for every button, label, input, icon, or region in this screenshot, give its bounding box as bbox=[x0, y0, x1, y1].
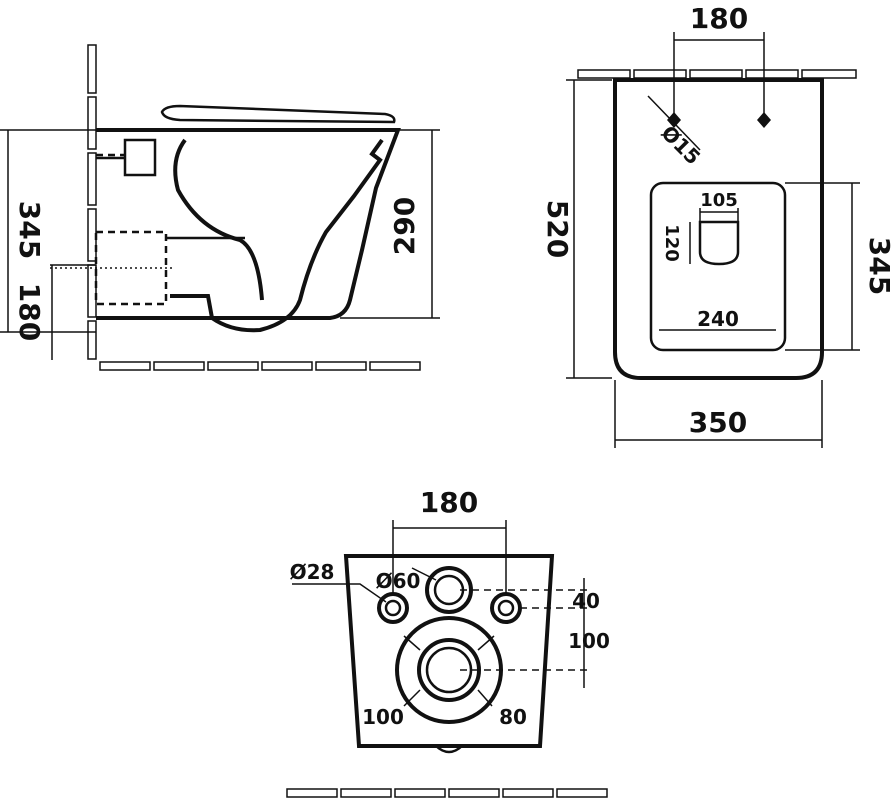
rear-floor-tiles bbox=[286, 788, 608, 798]
side-bowl-body bbox=[96, 128, 401, 320]
top-dim-inlet-width: 105 bbox=[700, 190, 738, 211]
top-dim-depth: 520 bbox=[541, 200, 574, 258]
side-dim-overall-height: 345 bbox=[13, 201, 46, 259]
top-wall-tiles bbox=[577, 69, 857, 79]
side-view: 345 180 290 bbox=[0, 44, 440, 371]
top-view: 180 Ø15 520 345 350 240 105 120 bbox=[541, 2, 896, 448]
rear-view: 180 Ø28 Ø60 40 100 100 80 bbox=[286, 486, 610, 798]
top-dim-seat-length: 345 bbox=[863, 237, 896, 295]
rear-bolt-left bbox=[377, 592, 409, 624]
top-dim-width: 350 bbox=[689, 406, 747, 439]
rear-dim-outlet-offset: 100 bbox=[568, 629, 610, 653]
top-inner-bowl bbox=[649, 181, 787, 352]
top-dim-bolt-spacing: 180 bbox=[690, 2, 748, 35]
side-trapway bbox=[173, 138, 264, 301]
rear-dim-outlet-right: 80 bbox=[499, 705, 527, 729]
top-bowl-outline bbox=[613, 78, 824, 380]
rear-body-outline bbox=[343, 554, 555, 748]
side-dim-bowl-height: 290 bbox=[388, 197, 421, 255]
rear-bolt-right bbox=[490, 592, 522, 624]
top-dim-bolt-diameter: Ø15 bbox=[657, 121, 706, 170]
side-floor-tiles bbox=[99, 361, 421, 371]
side-wall-tiles bbox=[87, 44, 97, 360]
rear-dim-inlet-offset: 40 bbox=[572, 589, 600, 613]
rear-dim-bolt-diameter: Ø28 bbox=[290, 560, 335, 584]
top-dim-inner-width: 240 bbox=[697, 307, 739, 331]
rear-dim-outlet-left: 100 bbox=[362, 705, 404, 729]
rear-dim-bolt-spacing: 180 bbox=[420, 486, 478, 519]
top-inlet-opening bbox=[698, 220, 740, 266]
side-inlet-box bbox=[123, 138, 157, 177]
side-dim-outlet-height: 180 bbox=[13, 283, 46, 341]
top-dim-inlet-height: 120 bbox=[661, 224, 682, 262]
rear-dim-inlet-diameter: Ø60 bbox=[376, 569, 421, 593]
side-seat-lid bbox=[160, 104, 396, 124]
